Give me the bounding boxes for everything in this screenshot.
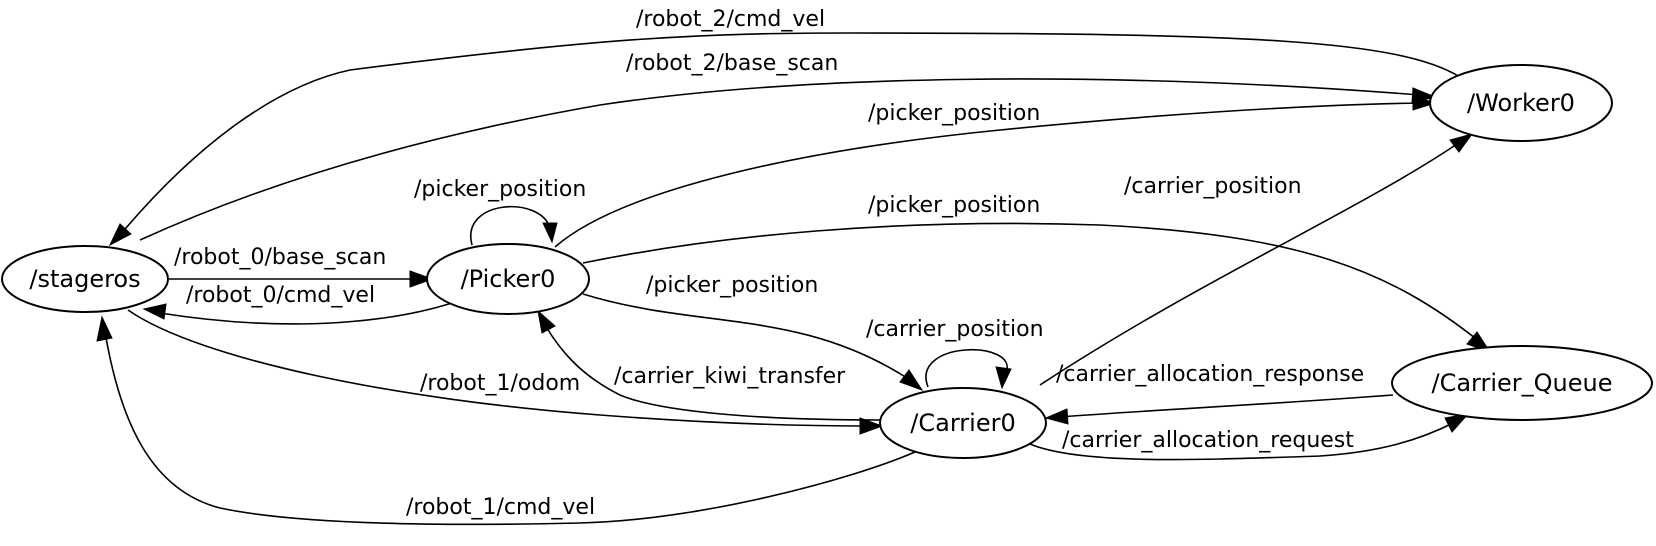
edge-label-carrier-pos-self: /carrier_position <box>866 317 1044 342</box>
node-carrier-queue-label: /Carrier_Queue <box>1431 369 1612 397</box>
edge-carrier-pos-self <box>925 348 1009 388</box>
edge-label-robot0-base-scan: /robot_0/base_scan <box>174 245 386 270</box>
edge-picker-pos-worker <box>554 102 1421 248</box>
edge-label-carrier-alloc-response: /carrier_allocation_response <box>1056 362 1364 387</box>
edge-label-robot0-cmd-vel: /robot_0/cmd_vel <box>186 283 375 308</box>
node-picker0-label: /Picker0 <box>461 265 556 293</box>
edge-picker-pos-queue <box>582 222 1481 343</box>
arrowhead-picker-pos-worker <box>1412 95 1437 111</box>
node-carrier0-shape <box>879 387 1047 459</box>
node-stageros[interactable]: /stageros <box>1 245 169 313</box>
edge-robot2-base-scan <box>139 78 1421 241</box>
arrowhead-robot2-cmd-vel <box>108 223 132 247</box>
arrowhead-robot1-odom <box>859 417 884 435</box>
node-carrier-queue-shape <box>1391 345 1653 421</box>
edge-carrier-alloc-response <box>1059 394 1394 418</box>
node-stageros-label: /stageros <box>29 265 140 293</box>
arrowhead-robot0-cmd-vel <box>142 303 167 320</box>
edge-picker-pos-self <box>469 205 551 246</box>
node-worker0-label: /Worker0 <box>1467 89 1575 117</box>
edge-robot0-cmd-vel <box>159 301 456 325</box>
edge-carrier-pos-worker <box>1039 141 1461 386</box>
node-picker0-shape <box>426 243 590 315</box>
node-carrier0[interactable]: /Carrier0 <box>879 387 1047 459</box>
edge-carrier-kiwi-transfer <box>544 324 881 421</box>
edge-label-carrier-alloc-request: /carrier_allocation_request <box>1062 428 1354 453</box>
edge-picker-pos-carrier <box>582 293 911 381</box>
edge-label-robot2-base-scan: /robot_2/base_scan <box>626 51 838 76</box>
edge-label-robot1-cmd-vel: /robot_1/cmd_vel <box>406 495 595 520</box>
arrowhead-picker-pos-carrier <box>899 369 924 391</box>
arrowhead-carrier-alloc-response <box>1044 408 1069 425</box>
edge-robot2-cmd-vel <box>119 32 1461 236</box>
node-carrier0-label: /Carrier0 <box>910 409 1015 437</box>
node-worker0-shape <box>1429 64 1613 142</box>
node-carrier-queue[interactable]: /Carrier_Queue <box>1391 345 1653 421</box>
node-stageros-shape <box>1 245 169 313</box>
edge-label-picker-pos-carrier: /picker_position <box>646 273 818 298</box>
edge-label-picker-pos-queue: /picker_position <box>868 193 1040 218</box>
edge-label-picker-pos-worker: /picker_position <box>868 101 1040 126</box>
edge-label-picker-pos-self: /picker_position <box>414 177 586 202</box>
arrowhead-picker-pos-self <box>542 222 558 244</box>
node-picker0[interactable]: /Picker0 <box>426 243 590 315</box>
edge-carrier-alloc-request <box>1029 421 1456 461</box>
edge-robot1-cmd-vel <box>104 331 916 526</box>
edge-label-robot2-cmd-vel: /robot_2/cmd_vel <box>636 7 825 32</box>
edge-label-carrier-kiwi-transfer: /carrier_kiwi_transfer <box>614 364 846 389</box>
arrowhead-carrier-kiwi-transfer <box>537 309 556 334</box>
arrowhead-robot0-base-scan <box>409 270 434 288</box>
edge-label-carrier-pos-worker: /carrier_position <box>1124 174 1302 199</box>
edge-robot1-odom <box>127 309 869 427</box>
arrowhead-robot1-cmd-vel <box>96 315 113 342</box>
edge-label-robot1-odom: /robot_1/odom <box>420 371 580 396</box>
node-worker0[interactable]: /Worker0 <box>1429 64 1613 142</box>
arrowhead-carrier-pos-worker <box>1449 133 1474 153</box>
arrowhead-carrier-pos-self <box>995 366 1012 390</box>
